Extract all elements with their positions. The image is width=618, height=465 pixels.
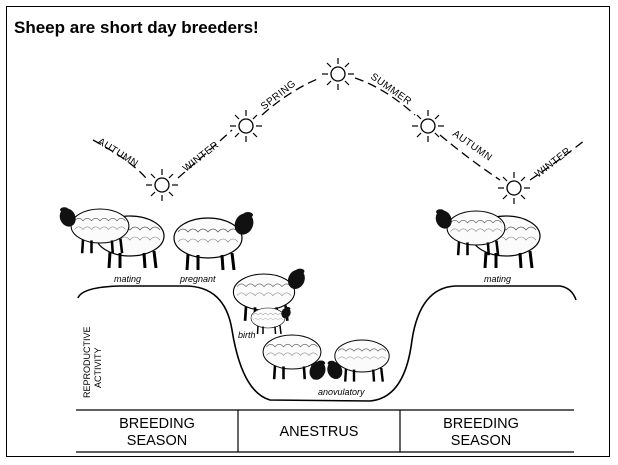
sheep-illustration [325, 340, 390, 382]
band-breeding-season-right-line1: BREEDING [443, 416, 519, 432]
sun-icon [146, 169, 178, 201]
sheep-illustration [263, 335, 328, 382]
reproductive-activity-curve [78, 286, 576, 401]
stage-label-pregnant: pregnant [179, 274, 216, 284]
season-label-winter-1: WINTER [181, 140, 221, 175]
season-label-summer: SUMMER [368, 71, 413, 107]
band-anestrus: ANESTRUS [280, 424, 359, 440]
season-label-autumn-2: AUTUMN [450, 128, 494, 163]
band-breeding-season-right-line2: SEASON [451, 433, 511, 449]
sun-icon [412, 110, 444, 142]
y-axis-label-line2: ACTIVITY [93, 347, 103, 388]
stage-label-anovulatory: anovulatory [318, 387, 365, 397]
season-label-spring: SPRING [259, 78, 298, 112]
season-path [93, 78, 585, 180]
sun-icon [322, 58, 354, 90]
season-label-winter-2: WINTER [533, 146, 573, 181]
stage-label-mating-right: mating [484, 274, 511, 284]
stage-label-birth: birth [238, 330, 256, 340]
y-axis-label-line1: REPRODUCTIVE [82, 326, 92, 398]
band-breeding-season-left-line1: BREEDING [119, 416, 195, 432]
sheep-illustration [174, 210, 257, 270]
stage-label-mating-left: mating [114, 274, 141, 284]
season-label-autumn-1: AUTUMN [95, 136, 140, 170]
sun-icon [230, 110, 262, 142]
band-breeding-season-left-line2: SEASON [127, 433, 187, 449]
sun-icon [498, 172, 530, 204]
